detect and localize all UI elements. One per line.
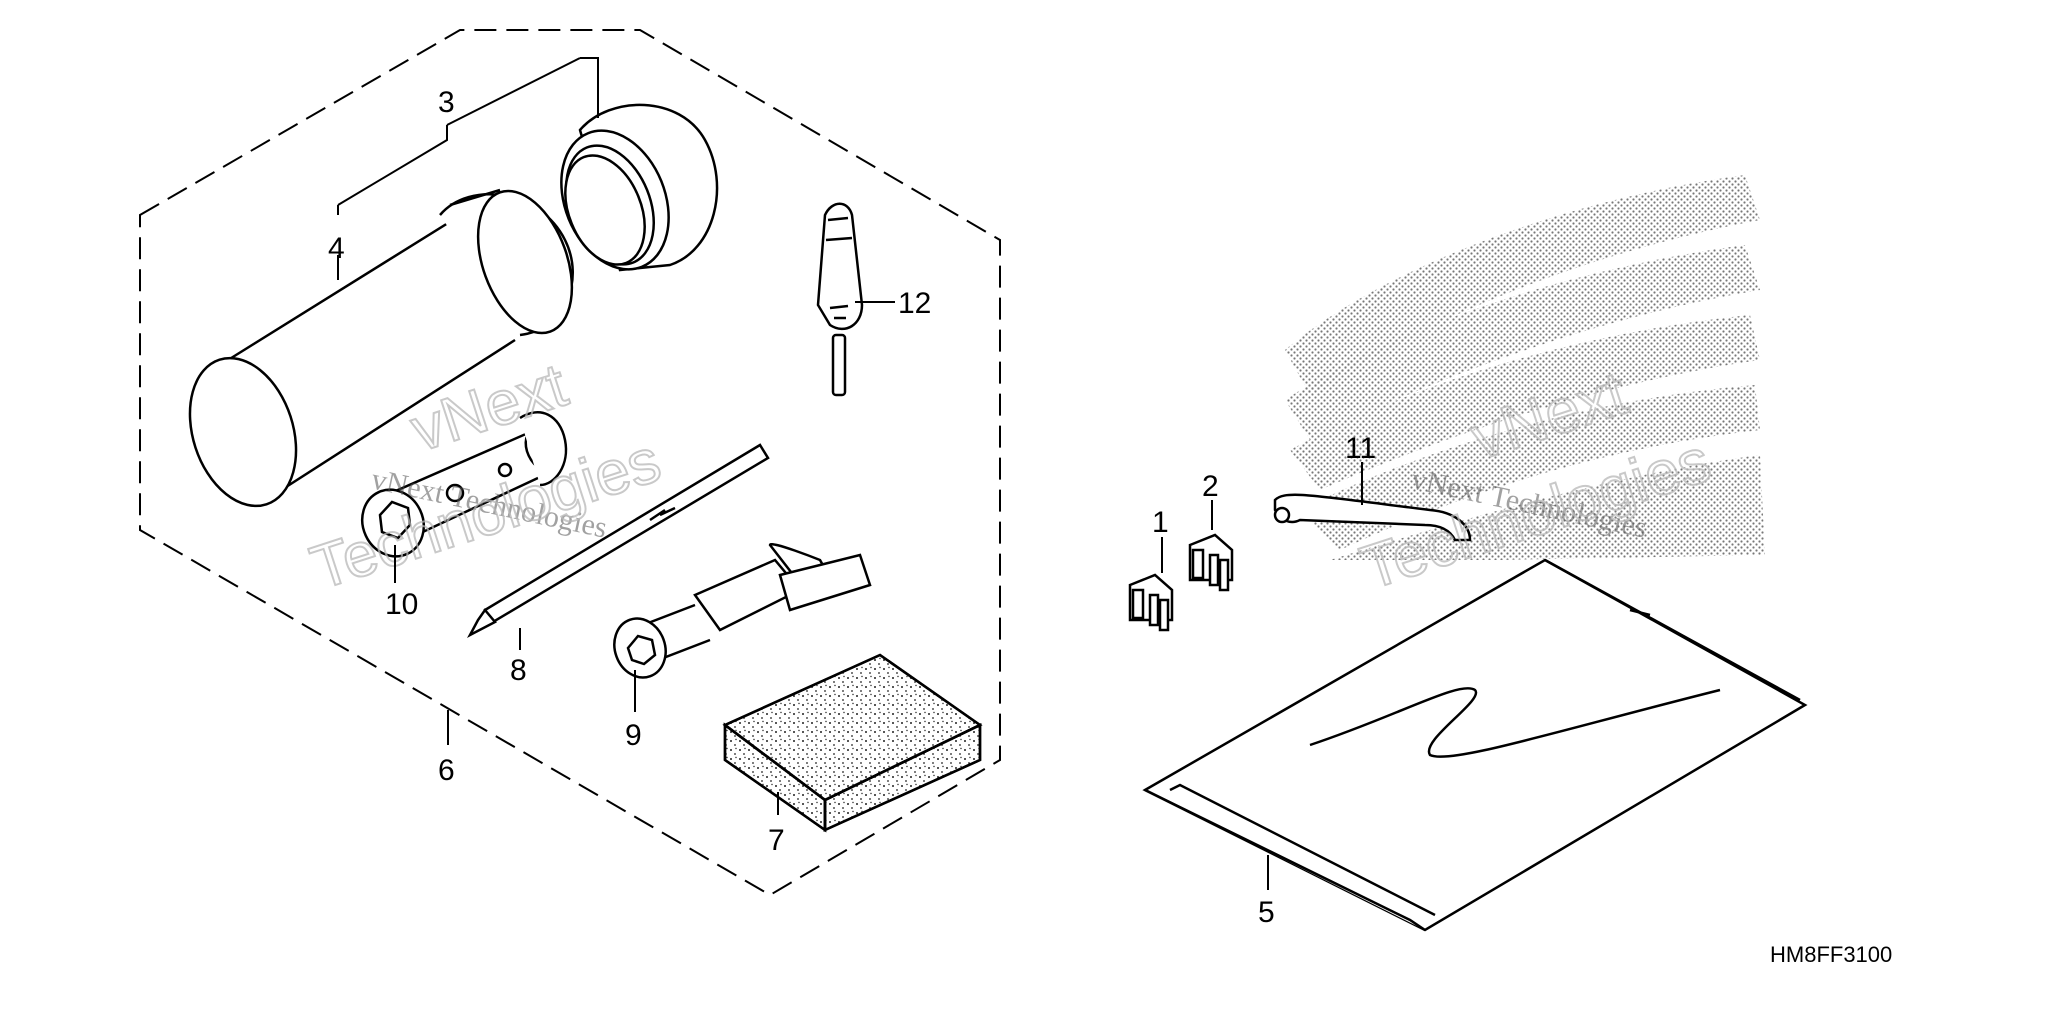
spark-plug-wrench [360,411,568,558]
wing-logo-background [1285,175,1765,560]
callout-3: 3 [438,86,455,119]
callout-6: 6 [438,754,455,787]
leader-lines [337,57,1363,890]
sponge-block [722,653,983,833]
callout-8: 8 [510,654,527,687]
fuse-2 [1188,533,1234,592]
callout-2: 2 [1202,470,1219,503]
callout-10: 10 [385,588,418,621]
screwdriver-shaft [466,443,770,638]
tool-kit-boundary [139,29,1001,897]
callout-1: 1 [1152,506,1169,539]
fuse-1 [1128,573,1174,632]
screwdriver-handle [613,542,872,679]
callout-9: 9 [625,719,642,752]
callout-4: 4 [328,232,345,265]
screwdriver-grip [816,202,864,397]
tool-case-tube [188,188,574,508]
callout-12: 12 [898,287,931,320]
callout-7: 7 [768,824,785,857]
owners-manual [1142,558,1808,932]
diagram-code: HM8FF3100 [1770,942,1892,967]
callout-5: 5 [1258,896,1275,929]
tube-cap [560,103,719,272]
helmet-holder-cable [1273,493,1472,542]
callout-11: 11 [1345,432,1376,465]
